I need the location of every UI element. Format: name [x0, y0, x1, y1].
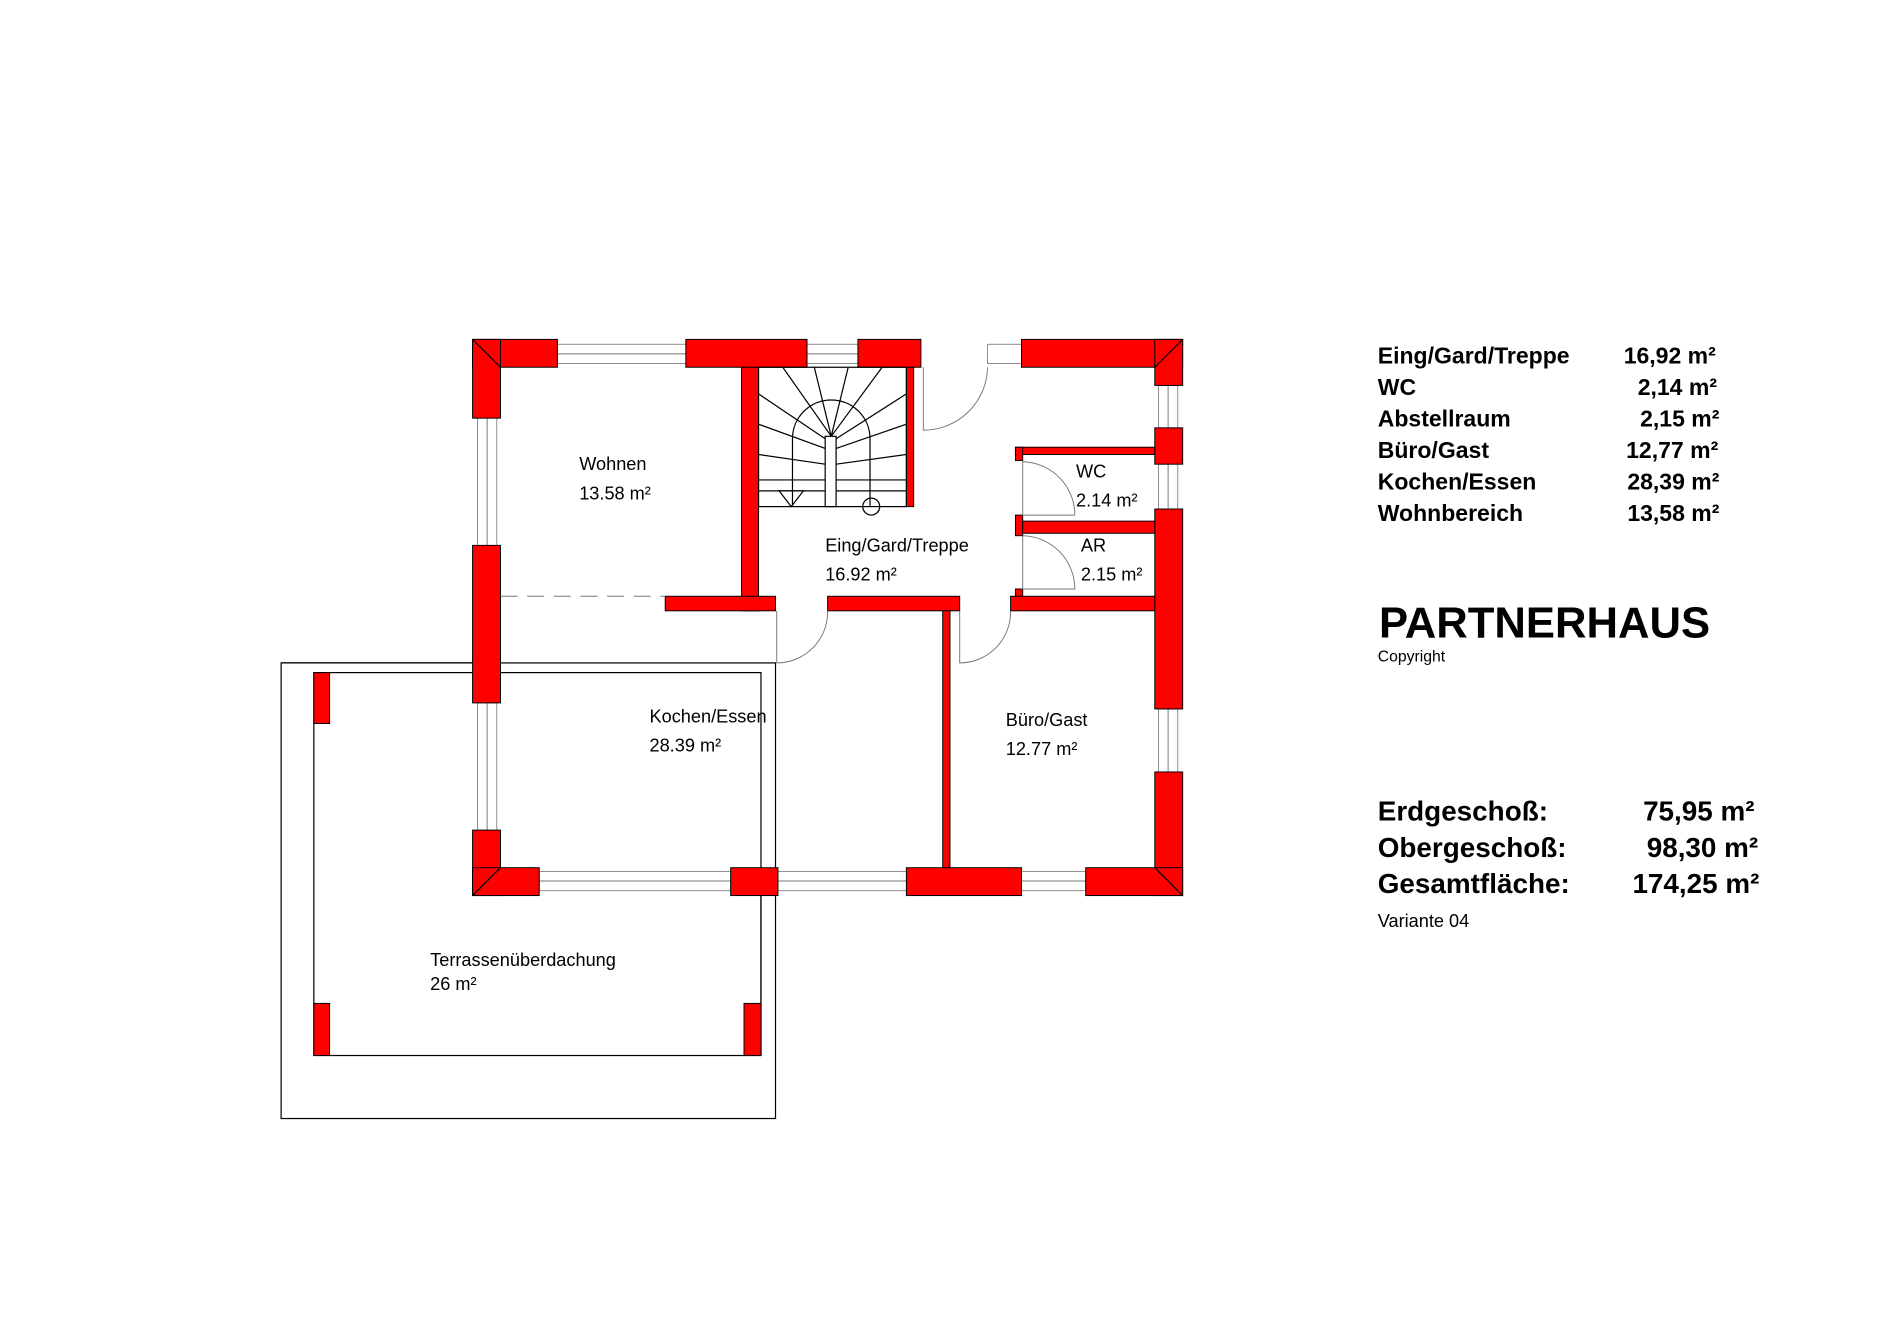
room-name: Terrassenüberdachung — [430, 950, 616, 970]
storage-door — [1022, 535, 1076, 590]
staircase — [757, 366, 907, 516]
total-value: 174,25 m² — [1632, 868, 1759, 899]
stair-start-circle-icon — [862, 497, 881, 516]
area-value: 12,77 m² — [1626, 437, 1718, 463]
area-label: Eing/Gard/Treppe — [1378, 343, 1570, 369]
area-value: 13,58 m² — [1627, 500, 1719, 526]
area-value: 2,14 m² — [1638, 374, 1718, 400]
room-name: Wohnen — [579, 454, 646, 474]
terrace-post — [313, 1002, 331, 1056]
room-name: Eing/Gard/Treppe — [825, 535, 969, 555]
total-label: Obergeschoß: — [1378, 832, 1567, 863]
copyright-text: Copyright — [1378, 649, 1446, 666]
total-value: 75,95 m² — [1643, 795, 1755, 826]
area-value: 16,92 m² — [1624, 343, 1716, 369]
variant-label: Variante 04 — [1378, 911, 1470, 931]
area-label: Kochen/Essen — [1378, 469, 1537, 495]
entrance-door — [922, 367, 989, 431]
total-label: Erdgeschoß: — [1378, 795, 1548, 826]
room-area: 26 m² — [430, 974, 476, 994]
stair-direction-arrow-icon — [777, 490, 805, 508]
area-label: Büro/Gast — [1378, 437, 1490, 463]
terrace-post — [743, 1002, 762, 1056]
room-area: 13.58 m² — [579, 483, 651, 503]
office-door — [959, 610, 1012, 664]
terrace-roof — [280, 662, 777, 1120]
interior-walls — [500, 366, 1156, 869]
room-area: 2.14 m² — [1076, 491, 1138, 511]
exterior-walls — [472, 338, 1184, 897]
area-totals: Erdgeschoß: 75,95 m² Obergeschoß: 98,30 … — [1378, 795, 1760, 899]
area-value: 2,15 m² — [1640, 406, 1720, 432]
room-labels: Wohnen 13.58 m² Eing/Gard/Treppe 16.92 m… — [430, 454, 1142, 994]
room-name: WC — [1076, 462, 1106, 482]
area-label: WC — [1378, 374, 1416, 400]
room-name: AR — [1081, 535, 1106, 555]
doors — [776, 367, 1076, 664]
terrace-post — [313, 672, 331, 724]
area-value: 28,39 m² — [1627, 469, 1719, 495]
room-area: 2.15 m² — [1081, 565, 1143, 585]
windows — [477, 343, 1179, 892]
room-area: 16.92 m² — [825, 565, 897, 585]
room-name: Büro/Gast — [1006, 710, 1088, 730]
room-area: 28.39 m² — [649, 735, 721, 755]
area-label: Wohnbereich — [1378, 500, 1523, 526]
wc-door — [1022, 460, 1076, 516]
room-name: Kochen/Essen — [649, 706, 766, 726]
total-label: Gesamtfläche: — [1378, 868, 1570, 899]
kitchen-door — [776, 610, 829, 664]
room-area: 12.77 m² — [1006, 739, 1078, 759]
area-table: Eing/Gard/Treppe 16,92 m² WC 2,14 m² Abs… — [1378, 343, 1720, 527]
area-label: Abstellraum — [1378, 406, 1511, 432]
brand-logo: PARTNERHAUS — [1379, 599, 1710, 647]
total-value: 98,30 m² — [1647, 832, 1759, 863]
